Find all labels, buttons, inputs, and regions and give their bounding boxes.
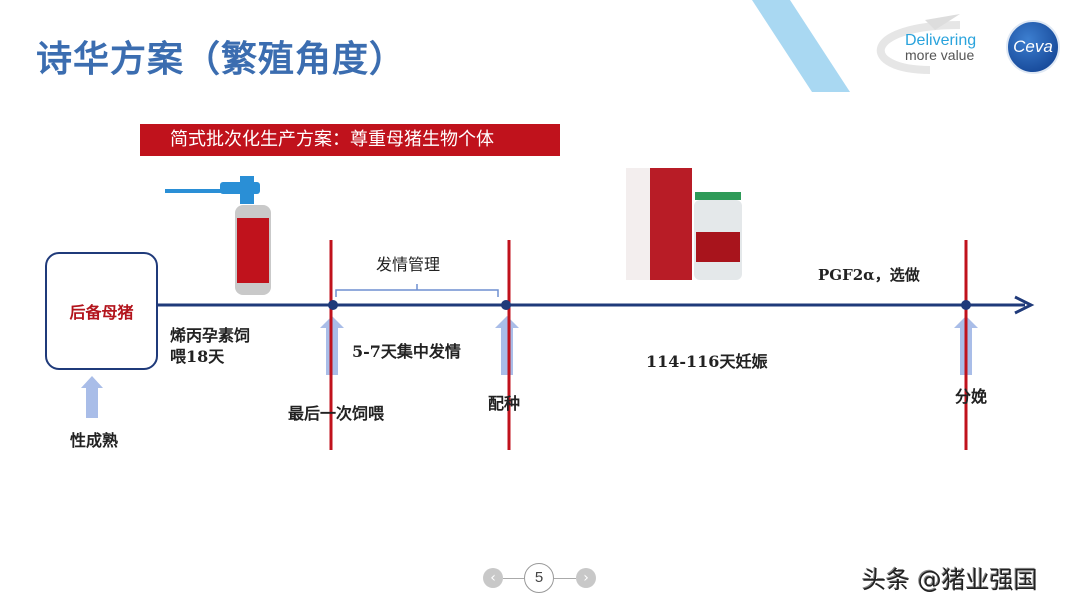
milestone-label-breeding: 配种 [488, 394, 521, 413]
estrus-management-label: 发情管理 [376, 255, 441, 274]
paper-plane-icon [925, 14, 960, 30]
next-slide-button[interactable]: › [576, 568, 596, 588]
prev-slide-button[interactable]: ‹ [483, 568, 503, 588]
decor-stripe [752, 0, 850, 92]
enzaprost-product-image [626, 168, 742, 280]
start-box: 后备母猪 [45, 252, 158, 370]
sexual-maturity-label: 性成熟 [70, 431, 119, 450]
milestone-label-farrowing: 分娩 [955, 387, 988, 406]
milestone-label-last-feeding: 最后一次饲喂 [288, 404, 385, 423]
page-title: 诗华方案（繁殖角度） [36, 39, 407, 80]
spray-bottle-image [165, 176, 271, 295]
watermark: 头条 @猪业强国 [862, 566, 1038, 594]
timeline-arrowhead-icon [1014, 295, 1035, 315]
swoosh-decor [876, 21, 961, 74]
timeline-node [961, 300, 971, 310]
timeline-node [501, 300, 511, 310]
ceva-logo: Ceva [1006, 20, 1060, 74]
estrus-window-label: 5-7天集中发情 [352, 342, 461, 361]
timeline-node [328, 300, 338, 310]
gestation-label: 114-116天妊娠 [646, 352, 768, 371]
pgf-label: PGF2α，选做 [818, 266, 920, 284]
pager-divider [554, 578, 576, 579]
estrus-bracket [335, 284, 499, 297]
up-arrows [81, 316, 978, 418]
plan-banner: 简式批次化生产方案：尊重母猪生物个体 [140, 124, 560, 156]
pager-divider [503, 578, 524, 579]
arrow-up-icon [495, 316, 519, 375]
feeding-label-2: 喂18天 [170, 347, 225, 366]
feeding-label-1: 烯丙孕素饲 [170, 326, 251, 345]
page-number: 5 [524, 563, 554, 593]
milestone-lines [329, 240, 968, 450]
arrow-up-icon [81, 376, 103, 418]
